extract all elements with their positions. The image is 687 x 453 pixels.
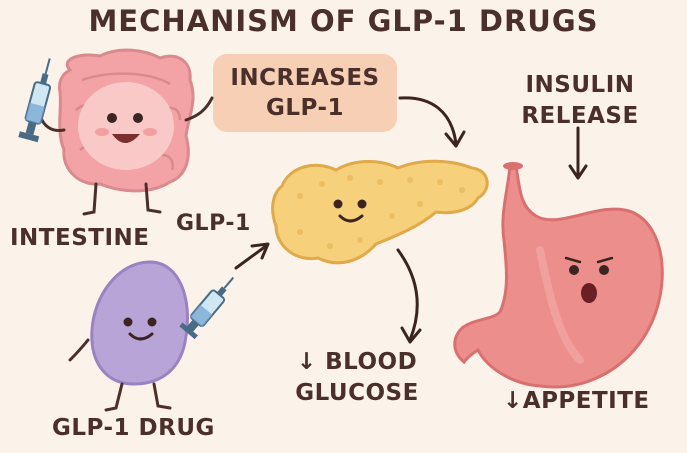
page-title: MECHANISM OF GLP-1 DRUGS [88,4,599,38]
arrow-icon [568,126,588,180]
insulin-release-label: INSULIN RELEASE [521,72,639,129]
arrow-icon [396,248,422,344]
appetite-label: ↓APPETITE [503,388,650,414]
arrow-icon [398,96,466,148]
intestine-label: INTESTINE [10,225,150,251]
intestine-character [40,48,214,216]
syringe-icon [179,276,235,340]
increases-glp1-label: INCREASES GLP-1 [230,65,380,121]
pancreas-character [271,159,489,265]
blood-glucose-label: ↓ BLOOD GLUCOSE [295,349,419,406]
increases-glp1-box [213,54,397,132]
glp1-label: GLP-1 [176,211,251,236]
glp1-drug-character [68,260,206,412]
stomach-character [453,162,664,389]
arrow-icon [234,242,270,270]
glp1-drug-label: GLP-1 DRUG [52,415,215,441]
syringe-icon [18,58,52,143]
